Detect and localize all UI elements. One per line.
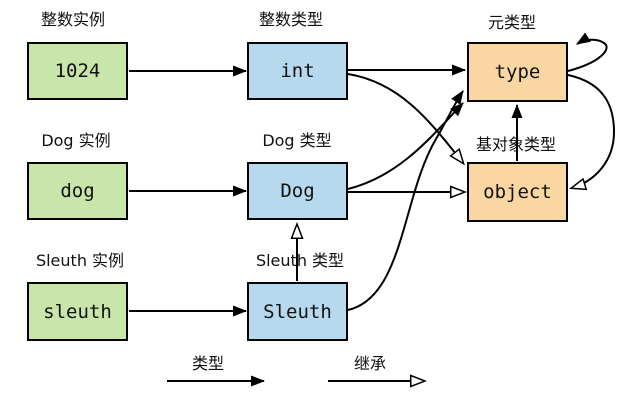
node-type-box: type — [467, 42, 568, 102]
caption-dog-type: Dog 类型 — [262, 131, 332, 150]
node-Sleuth-label: Sleuth — [263, 300, 332, 323]
legend-inheritance-label: 继承 — [353, 354, 386, 373]
caption-base-object-type: 基对象类型 — [475, 135, 556, 154]
edge-int-to-object — [347, 73, 463, 163]
node-int-box: int — [247, 42, 348, 100]
caption-sleuth-type: Sleuth 类型 — [255, 251, 345, 270]
caption-metatype: 元类型 — [487, 13, 536, 32]
edge-Dog-to-type — [347, 102, 464, 190]
legend-type-label: 类型 — [191, 354, 224, 373]
node-type-label: type — [494, 61, 541, 83]
caption-int-type: 整数类型 — [258, 10, 323, 29]
caption-int-instance: 整数实例 — [40, 10, 105, 29]
caption-dog-instance: Dog 实例 — [41, 131, 111, 150]
node-1024-label: 1024 — [54, 60, 101, 82]
node-Dog-box: Dog — [247, 162, 348, 220]
node-Dog-label: Dog — [280, 180, 315, 202]
node-object-label: object — [483, 181, 552, 203]
node-object-box: object — [467, 162, 568, 222]
node-dog-box: dog — [27, 162, 128, 220]
node-sleuth-label: sleuth — [43, 300, 112, 323]
node-Sleuth-box: Sleuth — [247, 282, 348, 341]
edge-type-to-type-self-loop — [567, 32, 608, 72]
caption-sleuth-instance: Sleuth 实例 — [35, 251, 125, 270]
node-dog-label: dog — [60, 180, 95, 202]
edge-type-to-object — [567, 74, 616, 188]
node-int-label: int — [280, 60, 315, 82]
node-sleuth-box: sleuth — [27, 282, 128, 341]
node-1024-box: 1024 — [27, 42, 128, 100]
edge-Sleuth-to-type — [347, 90, 464, 311]
